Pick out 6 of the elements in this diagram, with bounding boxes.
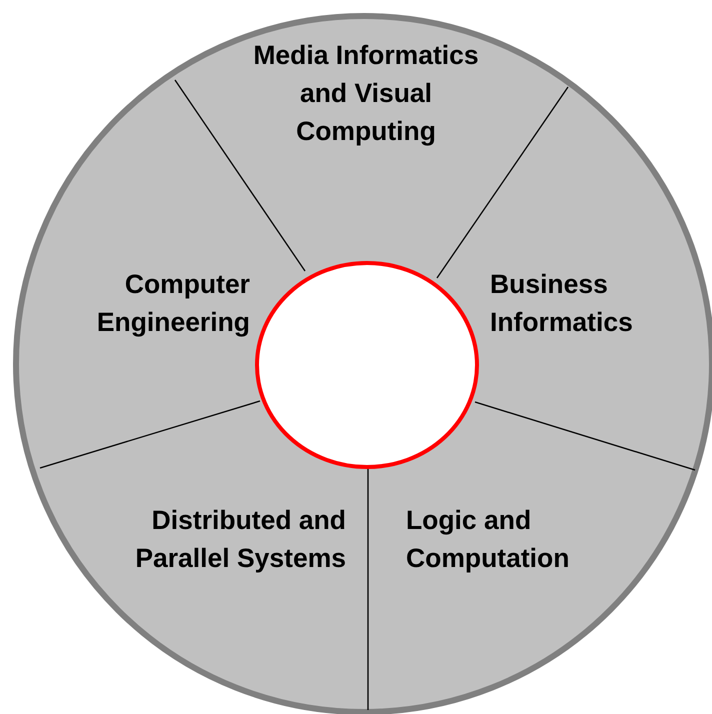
area-label: Computer Engineering bbox=[40, 265, 250, 341]
center-circle bbox=[254, 260, 480, 470]
area-label: Logic and Computation bbox=[406, 501, 646, 577]
area-label: Business Informatics bbox=[490, 265, 700, 341]
area-label: Media Informatics and Visual Computing bbox=[236, 36, 496, 150]
area-label: Distributed and Parallel Systems bbox=[80, 501, 346, 577]
